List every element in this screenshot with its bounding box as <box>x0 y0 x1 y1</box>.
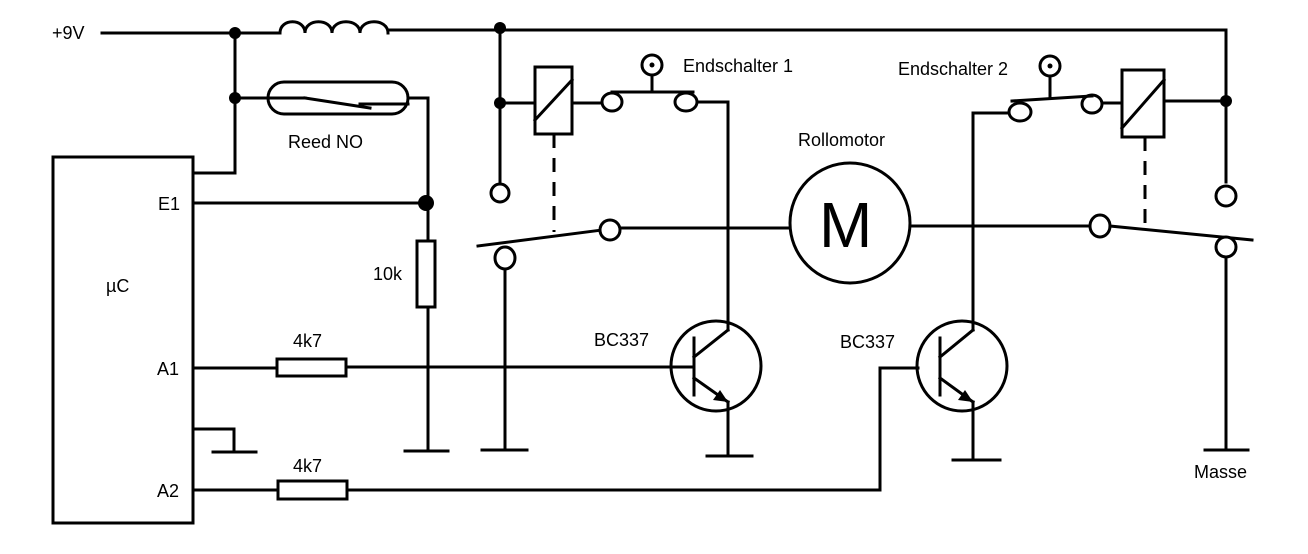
supply-label: +9V <box>52 23 85 43</box>
limit-switch-1-label: Endschalter 1 <box>683 56 793 76</box>
microcontroller <box>51 155 428 525</box>
reed-switch <box>229 31 434 452</box>
pin-e1-label: E1 <box>158 194 180 214</box>
pin-a1-label: A1 <box>157 359 179 379</box>
inductor-symbol <box>278 20 390 35</box>
reed-label: Reed NO <box>288 132 363 152</box>
supply-rail <box>100 22 1228 184</box>
pulldown-resistor <box>403 239 450 453</box>
transistor-2 <box>915 111 1012 462</box>
ground-label: Masse <box>1194 462 1247 482</box>
transistor-1-label: BC337 <box>594 330 649 350</box>
base-resistor-1 <box>275 357 672 378</box>
pin-a2-label: A2 <box>157 481 179 501</box>
transistor-2-label: BC337 <box>840 332 895 352</box>
resistor-4k7-1-label: 4k7 <box>293 331 322 351</box>
limit-switch-1 <box>600 53 730 332</box>
limit-switch-2-label: Endschalter 2 <box>898 59 1008 79</box>
relay-2 <box>1088 68 1254 452</box>
resistor-4k7-2-label: 4k7 <box>293 456 322 476</box>
limit-switch-2 <box>1007 54 1124 123</box>
mcu-label: µC <box>106 276 129 296</box>
motor <box>788 161 1094 285</box>
relay-1 <box>476 26 792 452</box>
motor-symbol: M <box>819 189 872 261</box>
resistor-10k-label: 10k <box>373 264 403 284</box>
transistor-1 <box>668 319 763 458</box>
motor-label: Rollomotor <box>798 130 885 150</box>
base-resistor-2 <box>276 366 920 501</box>
